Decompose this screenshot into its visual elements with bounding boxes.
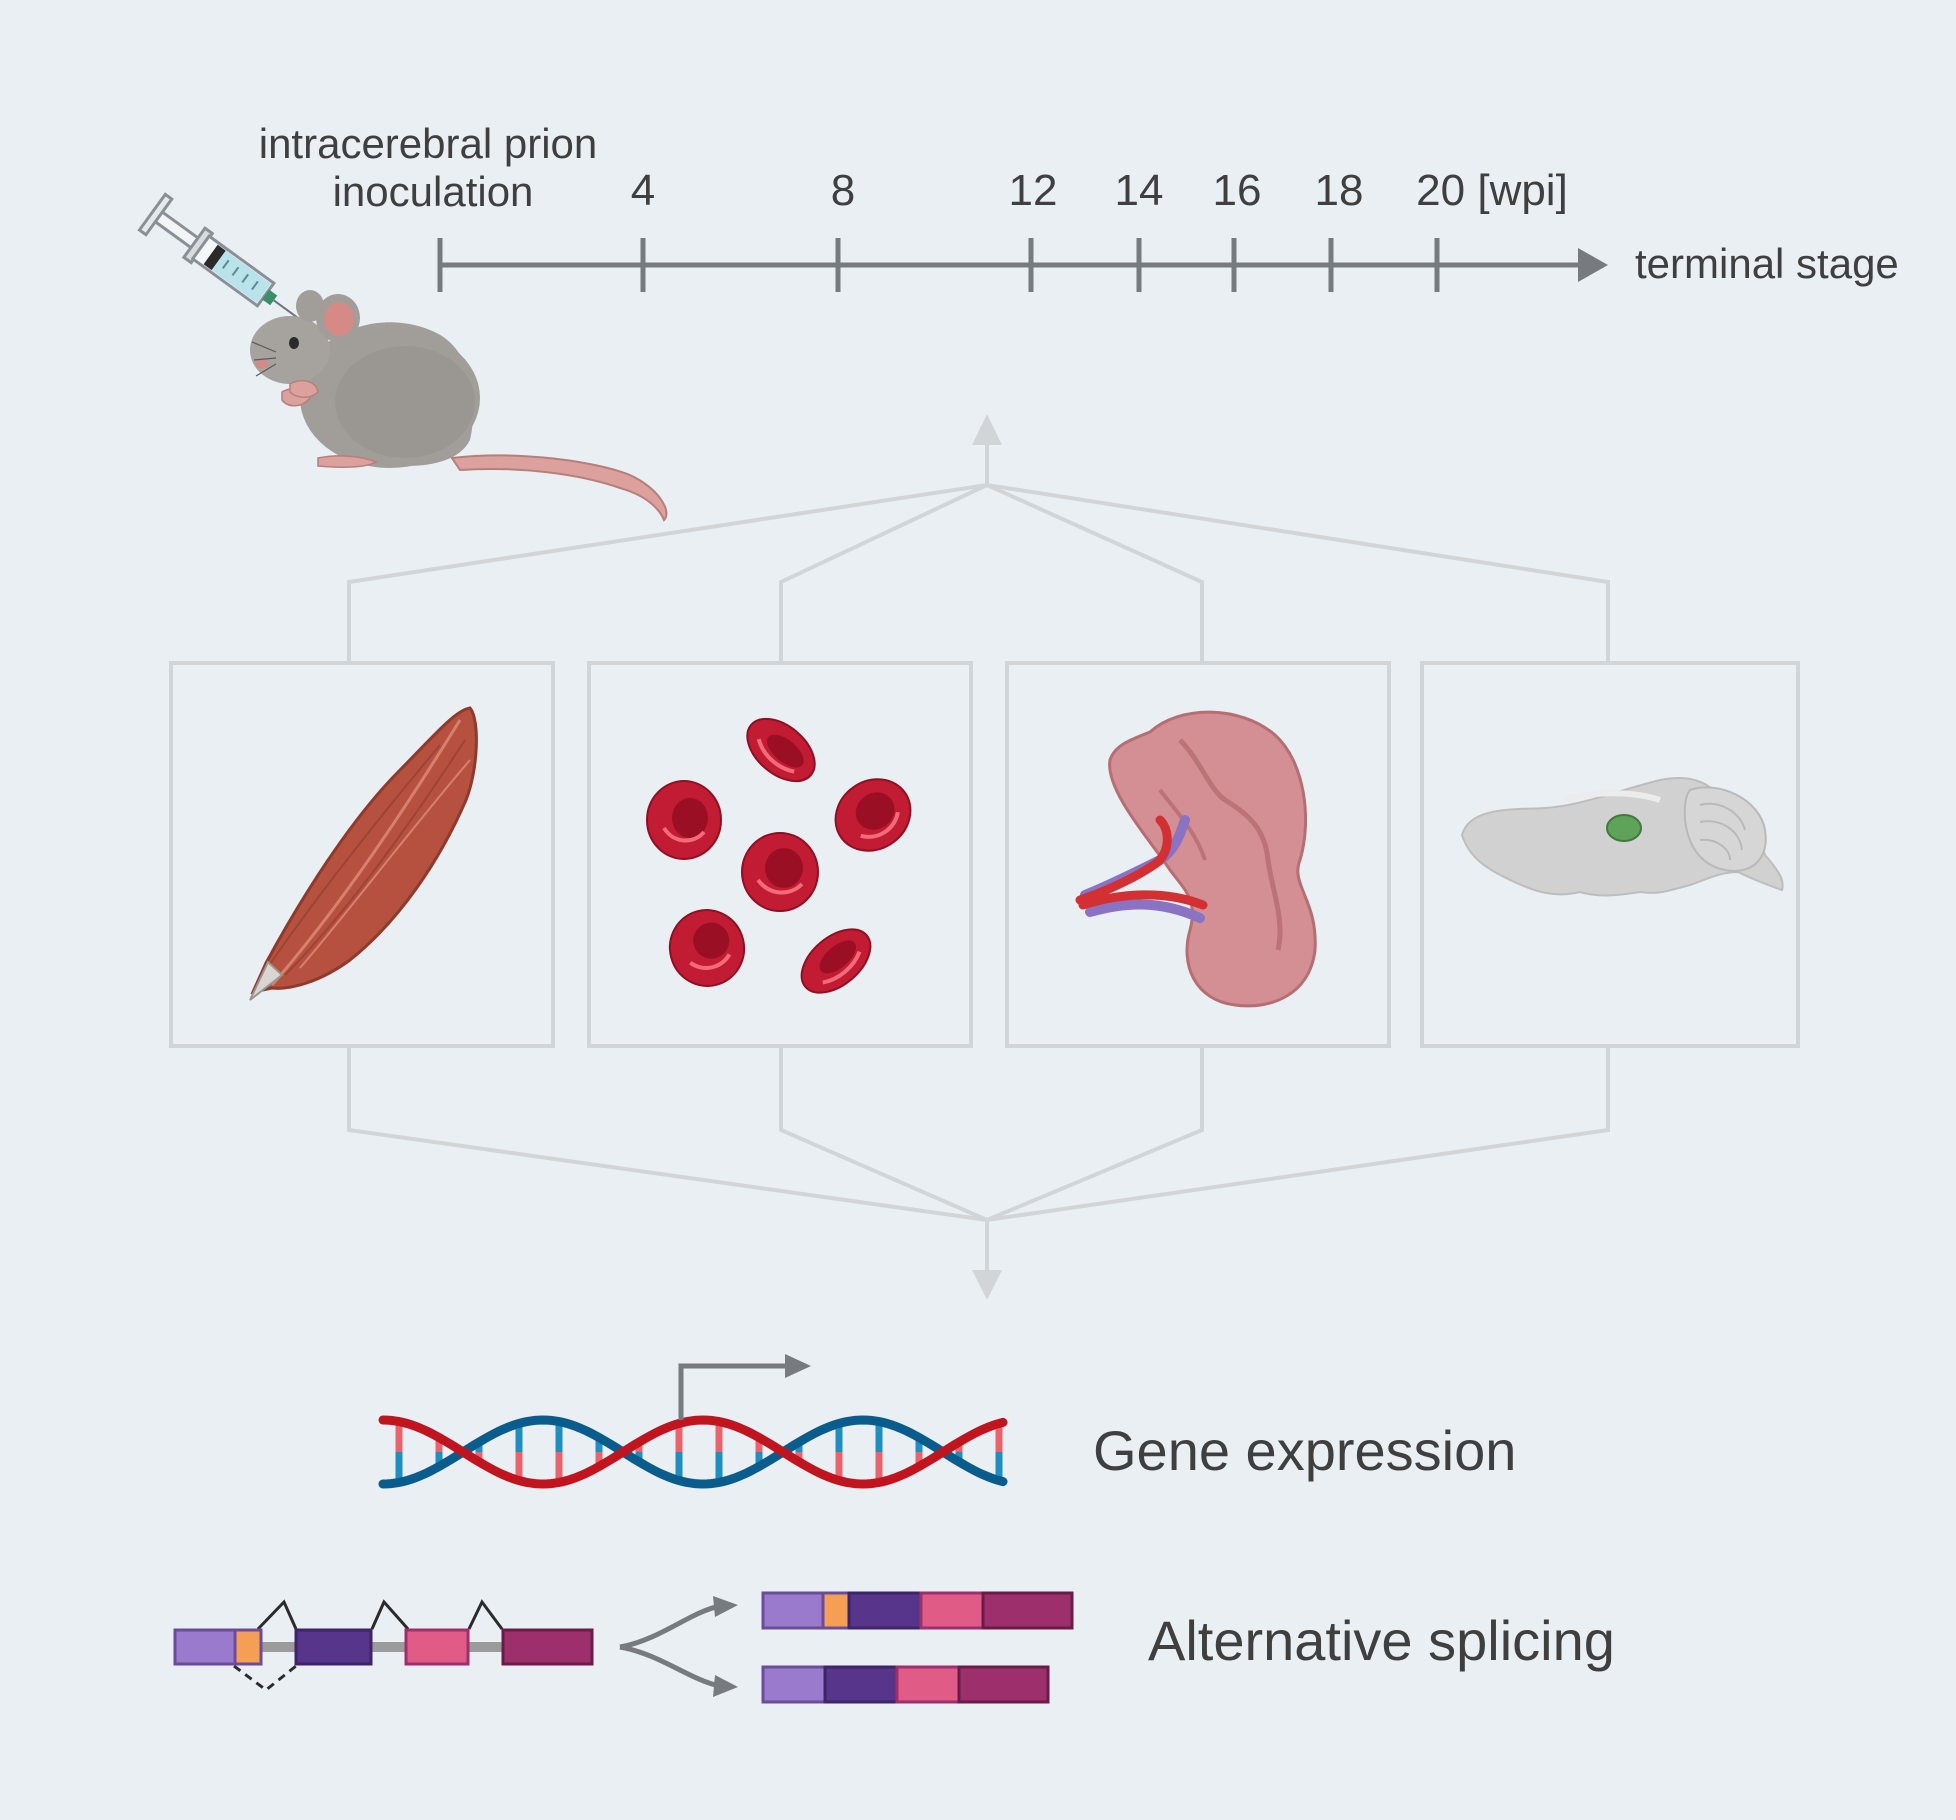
exon (823, 1665, 899, 1704)
exon (895, 1665, 961, 1704)
isoform-arrow (619, 1644, 721, 1689)
dna-helix-icon (378, 1354, 1008, 1489)
timeline: 4 8 12 14 16 18 20 [wpi] terminal stage … (259, 120, 1899, 292)
brain-region-highlight (1606, 814, 1642, 842)
rbc-cell (800, 928, 872, 994)
isoform-skipped-exon (761, 1665, 1050, 1704)
mouse-icon (250, 290, 668, 522)
muscle-icon (249, 706, 478, 1001)
rbc-cell (834, 778, 912, 852)
connector-inner-top (779, 482, 1204, 662)
exon (761, 1665, 827, 1704)
arrow-down (972, 1270, 1002, 1300)
tick-label: 4 (631, 166, 655, 215)
rbc-cell (741, 832, 819, 912)
connector-outer-bottom (347, 1047, 1610, 1223)
rbc-cell (746, 717, 816, 783)
transcription-arrowhead (785, 1354, 811, 1378)
kidney-panel (1005, 661, 1391, 1048)
exon (957, 1665, 1050, 1704)
terminal-stage-label: terminal stage (1635, 240, 1899, 287)
isoform-with-exon (761, 1591, 1074, 1630)
alternative-splicing-label: Alternative splicing (1148, 1609, 1615, 1672)
muscle-panel (169, 661, 555, 1048)
skip-junction (233, 1664, 297, 1692)
exon (847, 1591, 923, 1630)
splice-junction (370, 1599, 410, 1630)
splicing-diagram (173, 1591, 1074, 1704)
isoform-arrowhead (713, 1675, 738, 1697)
splice-junction (467, 1599, 504, 1630)
alternative-exon (821, 1591, 851, 1630)
dna-strand-blue (378, 1415, 1008, 1489)
kidney-icon (1075, 710, 1317, 1008)
transcription-start-arrow (678, 1363, 790, 1420)
exon (761, 1591, 825, 1630)
tick-label: 12 (1009, 166, 1058, 215)
tick-label: 20 [wpi] (1416, 166, 1568, 215)
arrow-up (972, 414, 1002, 445)
timeline-ticks (437, 238, 1440, 292)
brain-icon (1460, 777, 1784, 897)
timeline-arrowhead (1578, 248, 1608, 282)
syringe-icon (137, 192, 317, 332)
dna-strand-red (378, 1415, 1008, 1489)
blood-panel (587, 661, 973, 1048)
rbc-cell (646, 780, 722, 860)
tick-label: 14 (1115, 166, 1164, 215)
exon (294, 1628, 373, 1666)
connector-lines-top (347, 414, 1610, 662)
exon (981, 1591, 1074, 1630)
tick-label: 8 (831, 166, 855, 215)
alternative-exon (233, 1628, 263, 1666)
red-blood-cells-icon (646, 717, 912, 994)
tick-label: 18 (1315, 166, 1364, 215)
isoform-arrowhead (713, 1596, 738, 1617)
exon (404, 1628, 470, 1666)
exon (501, 1628, 594, 1666)
brain-panel (1420, 661, 1800, 1048)
inoculation-label-line1: intracerebral prion (259, 120, 598, 167)
exon (173, 1628, 237, 1666)
gene-expression-label: Gene expression (1093, 1419, 1516, 1482)
rbc-cell (668, 909, 746, 987)
splice-junction (256, 1599, 298, 1631)
inoculation-label-line2: inoculation (333, 168, 534, 215)
connector-inner-bottom (779, 1047, 1204, 1223)
connector-lines-bottom (347, 1047, 1610, 1300)
tick-label: 16 (1213, 166, 1262, 215)
connector-outer-top (347, 482, 1610, 662)
exon (919, 1591, 985, 1630)
isoform-arrow (619, 1603, 721, 1650)
